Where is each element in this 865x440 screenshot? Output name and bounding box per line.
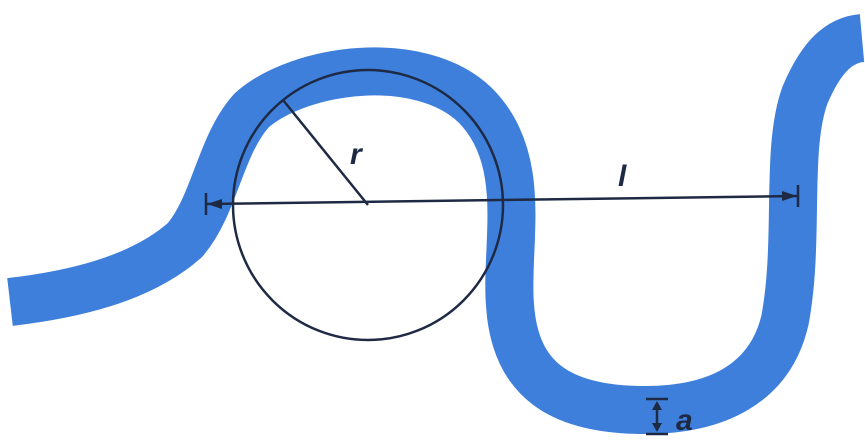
amplitude-up-arrowhead	[652, 401, 662, 410]
amplitude-label: a	[676, 404, 693, 437]
radius-line	[282, 99, 369, 206]
wavelength-label: l	[618, 160, 627, 193]
wavelength-line	[205, 194, 799, 206]
amplitude-down-arrowhead	[652, 423, 662, 432]
radius-label: r	[350, 138, 364, 171]
river-channel	[7, 14, 865, 434]
wavelength-right-arrowhead	[782, 191, 797, 201]
wavelength-left-arrowhead	[207, 199, 222, 209]
curvature-circle	[231, 68, 505, 342]
